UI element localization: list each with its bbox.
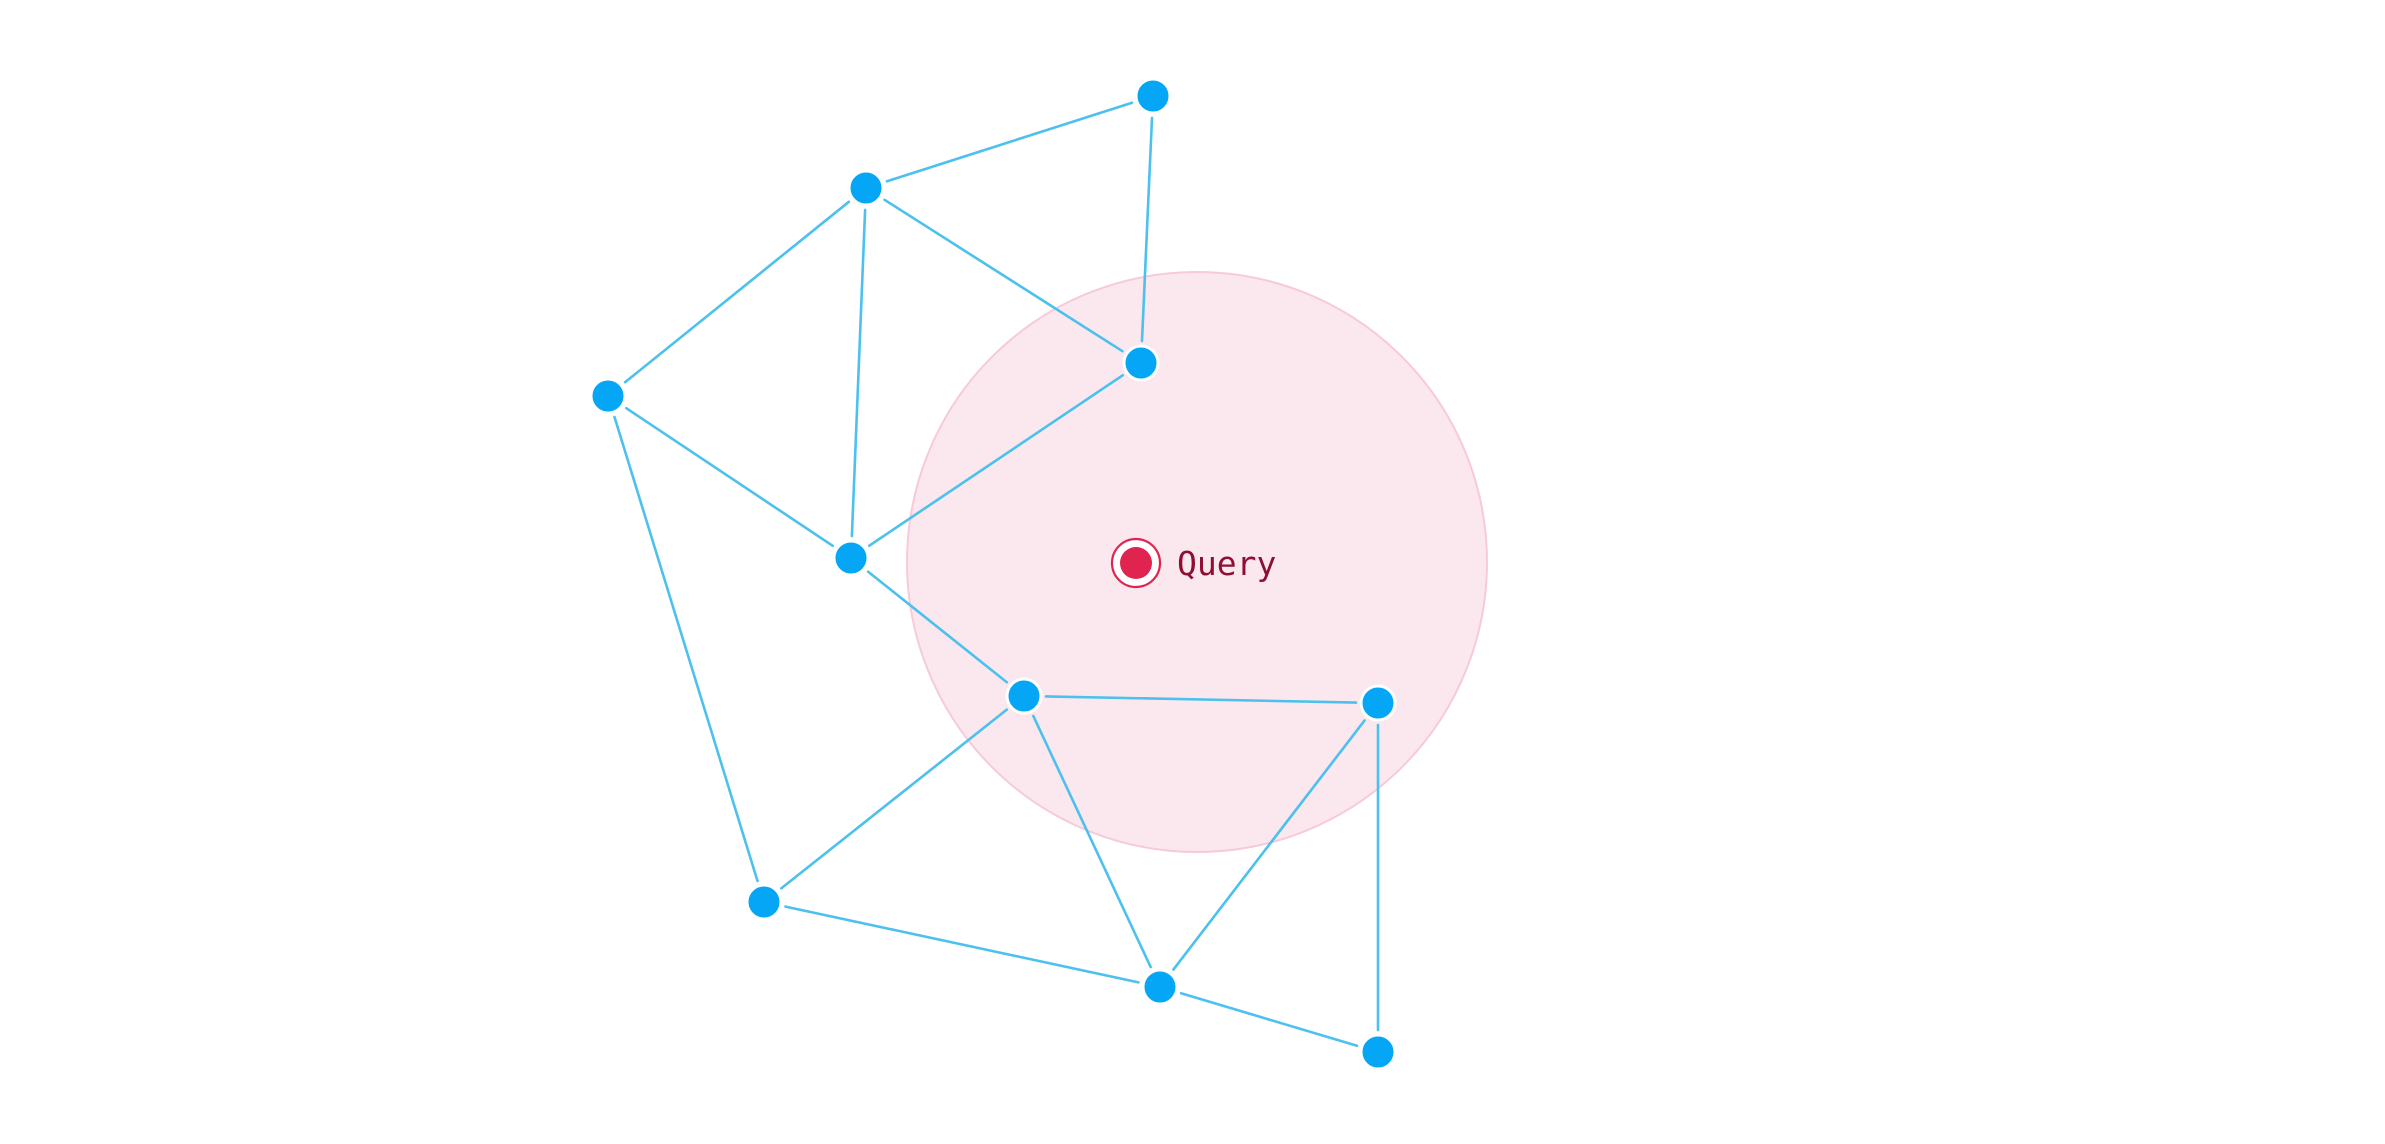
graph-edge-n4-n5 xyxy=(625,406,834,548)
graph-node-n2 xyxy=(847,169,885,207)
graph-edge-n6-n7 xyxy=(1044,695,1358,704)
graph-edge-n5-n6 xyxy=(866,570,1009,684)
graph-node-n6 xyxy=(1005,677,1043,715)
graph-node-n11 xyxy=(1359,1033,1397,1071)
graph-edge-n2-n5 xyxy=(850,208,867,538)
graph-edge-n3-n5 xyxy=(867,373,1125,548)
graph-edge-n8-n9 xyxy=(784,905,1140,984)
graph-node-n5 xyxy=(832,539,870,577)
graph-edge-n7-n9 xyxy=(1172,719,1366,971)
graph-node-n3 xyxy=(1122,344,1160,382)
graph-edge-n2-n3 xyxy=(883,198,1124,353)
graph-node-n8 xyxy=(745,883,783,921)
graph-edges xyxy=(613,101,1380,1048)
graph-node-n1 xyxy=(1134,77,1172,115)
graph-edge-n9-n11 xyxy=(1179,991,1359,1048)
query-marker-dot xyxy=(1120,547,1152,579)
query-point: Query xyxy=(1110,537,1276,589)
graph-node-n7 xyxy=(1359,684,1397,722)
graph-edge-n6-n8 xyxy=(779,708,1009,890)
graph-nodes xyxy=(589,77,1397,1071)
graph-node-n4 xyxy=(589,377,627,415)
query-search-radius xyxy=(906,271,1488,853)
graph-node-n9 xyxy=(1141,968,1179,1006)
graph-edge-n6-n9 xyxy=(1032,714,1152,969)
query-label: Query xyxy=(1177,544,1276,583)
graph-edge-n2-n4 xyxy=(623,200,851,384)
graph-edge-n4-n8 xyxy=(613,415,759,883)
graph-edge-n1-n3 xyxy=(1140,116,1154,343)
graph-edge-n1-n2 xyxy=(885,101,1134,183)
